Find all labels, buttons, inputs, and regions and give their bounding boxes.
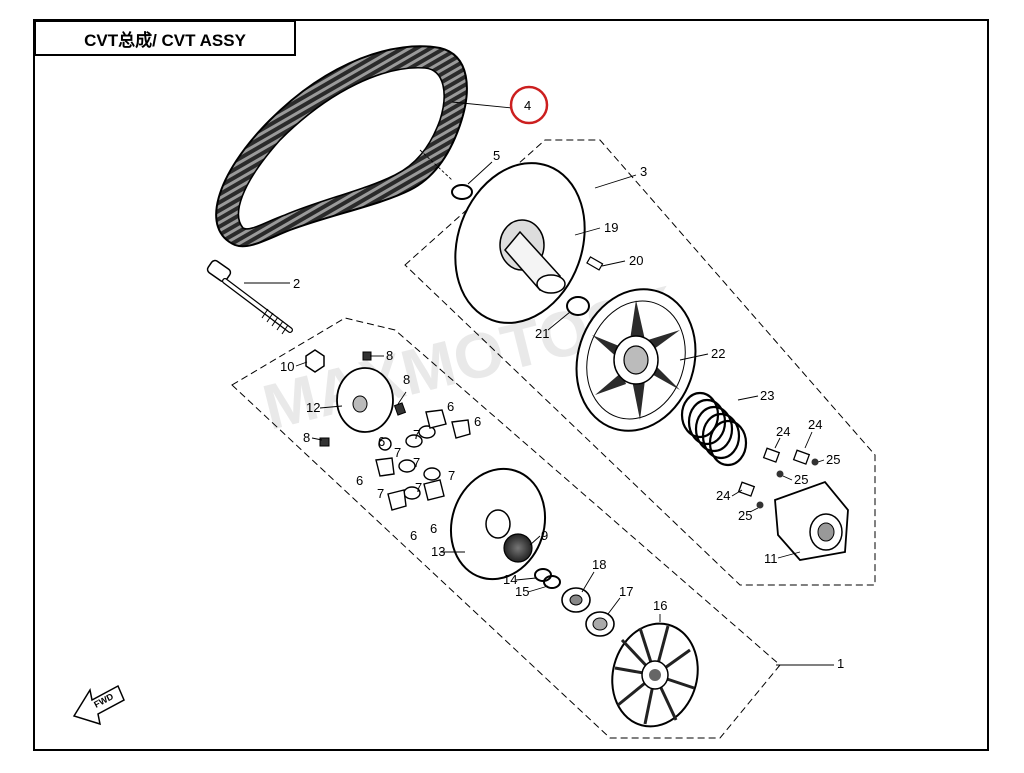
callout-8c: 8 xyxy=(303,430,310,445)
sliders-6 xyxy=(375,409,471,511)
driven-spring xyxy=(680,391,748,467)
callout-9: 9 xyxy=(541,528,548,543)
ring-5 xyxy=(451,184,473,200)
bushing-18 xyxy=(561,587,591,613)
callout-15: 15 xyxy=(515,584,529,599)
callout-12: 12 xyxy=(306,400,320,415)
callout-25b: 25 xyxy=(794,472,808,487)
title-box: CVT总成/ CVT ASSY xyxy=(34,20,296,56)
callout-18: 18 xyxy=(592,557,606,572)
rollers-7 xyxy=(378,425,441,500)
callout-7e: 7 xyxy=(377,486,384,501)
callout-1: 1 xyxy=(837,656,844,671)
callout-17: 17 xyxy=(619,584,633,599)
washer-14 xyxy=(534,568,552,582)
drive-movable-sheave xyxy=(449,467,547,581)
ramp-plate-12 xyxy=(336,367,394,433)
callout-11: 11 xyxy=(764,551,778,566)
callout-7b: 7 xyxy=(394,445,401,460)
nut-10 xyxy=(305,349,325,373)
spring-9 xyxy=(503,533,533,563)
callout-6d: 6 xyxy=(356,473,363,488)
diagram-title: CVT总成/ CVT ASSY xyxy=(84,30,246,50)
slider-pieces-24 xyxy=(737,447,811,497)
fixed-drive-face xyxy=(611,622,699,728)
callout-5: 5 xyxy=(493,148,500,163)
cam-housing xyxy=(774,480,849,561)
callout-24a: 24 xyxy=(776,424,790,439)
callout-8b: 8 xyxy=(403,372,410,387)
callout-24b: 24 xyxy=(808,417,822,432)
callout-labels: 4 5 3 19 20 21 22 23 24 24 25 25 24 25 1… xyxy=(280,98,844,671)
screws-25 xyxy=(756,458,819,509)
center-bolt xyxy=(206,259,293,335)
driven-assembly-outline xyxy=(404,139,876,586)
driven-movable-sheave xyxy=(575,288,697,432)
callout-25a: 25 xyxy=(826,452,840,467)
callout-4-highlight-circle xyxy=(509,85,549,125)
sleeve-17 xyxy=(585,611,615,637)
callout-23: 23 xyxy=(760,388,774,403)
callout-25c: 25 xyxy=(738,508,752,523)
callout-24c: 24 xyxy=(716,488,730,503)
callout-7d: 7 xyxy=(448,468,455,483)
callout-6e: 6 xyxy=(430,521,437,536)
callout-10: 10 xyxy=(280,359,294,374)
callout-13: 13 xyxy=(431,544,445,559)
driven-fixed-sheave xyxy=(454,162,586,324)
callout-16: 16 xyxy=(653,598,667,613)
callout-7f: 7 xyxy=(415,480,422,495)
callout-21: 21 xyxy=(535,326,549,341)
callout-3: 3 xyxy=(640,164,647,179)
washer-15 xyxy=(543,575,561,589)
callout-8a: 8 xyxy=(386,348,393,363)
callout-19: 19 xyxy=(604,220,618,235)
outer-border xyxy=(33,19,989,751)
callout-6b: 6 xyxy=(474,414,481,429)
fwd-direction-arrow: FWD xyxy=(72,684,125,726)
circlip-21 xyxy=(566,296,590,316)
callout-14: 14 xyxy=(503,572,517,587)
callout-6f: 6 xyxy=(410,528,417,543)
callout-2: 2 xyxy=(293,276,300,291)
callout-7a: 7 xyxy=(413,427,420,442)
callout-4: 4 xyxy=(524,98,531,113)
leader-lines xyxy=(244,101,834,666)
plate-bolts-8 xyxy=(319,351,407,447)
drive-belt xyxy=(215,45,468,248)
callout-6c: 6 xyxy=(378,434,385,449)
callout-7c: 7 xyxy=(413,455,420,470)
callout-20: 20 xyxy=(629,253,643,268)
callout-22: 22 xyxy=(711,346,725,361)
callout-6a: 6 xyxy=(447,399,454,414)
key-20 xyxy=(586,256,604,271)
